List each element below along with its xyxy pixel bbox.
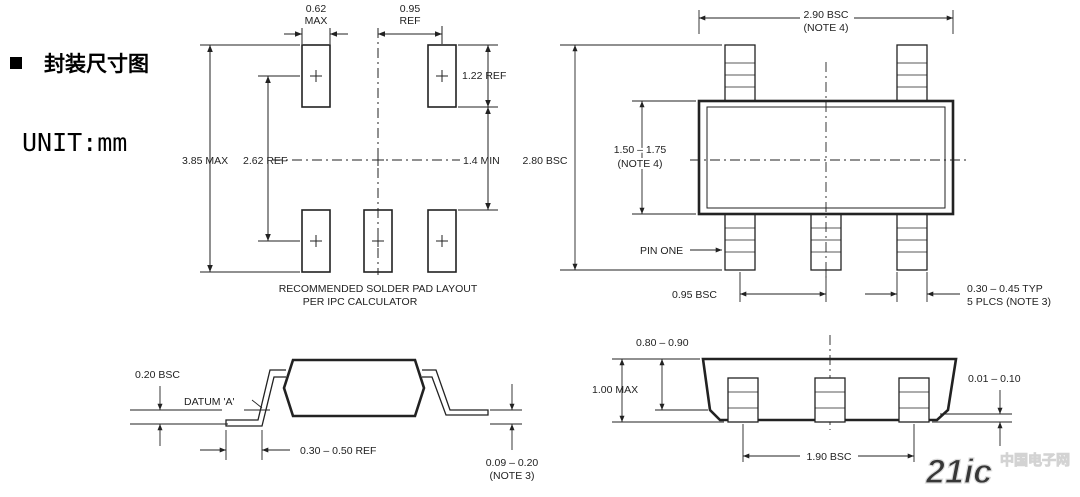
solder-pad <box>301 209 331 273</box>
pad-layout-view <box>200 26 498 275</box>
standoff-label: 0.01 – 0.10 <box>968 373 1021 385</box>
lead-thickness-label: 0.09 – 0.20 <box>486 457 539 469</box>
pad-width-qualifier: MAX <box>305 15 328 27</box>
solder-pad <box>427 209 457 273</box>
gauge-label: 0.20 BSC <box>135 369 180 381</box>
lead-thickness-note: (NOTE 3) <box>490 470 535 482</box>
body-length-note: (NOTE 4) <box>804 22 849 34</box>
body-width-note: (NOTE 4) <box>618 158 663 170</box>
heading-text: 封装尺寸图 <box>44 52 149 76</box>
package-body-top <box>697 99 955 216</box>
height-label: 1.00 MAX <box>592 384 638 396</box>
body-thickness-label: 0.80 – 0.90 <box>636 337 689 349</box>
solder-pad <box>427 44 457 108</box>
gap-label: 1.4 MIN <box>463 155 500 167</box>
overall-height-label: 3.85 MAX <box>182 155 228 167</box>
foot-length-label: 0.30 – 0.50 REF <box>300 445 376 457</box>
pitch-qualifier: REF <box>400 15 421 27</box>
pad-layout-caption-2: PER IPC CALCULATOR <box>303 296 418 308</box>
section-heading: 封装尺寸图 <box>10 48 149 78</box>
lead-width-label: 0.30 – 0.45 TYP <box>967 283 1043 295</box>
top-view <box>560 10 966 302</box>
body-width-label: 1.50 – 1.75 <box>614 144 667 156</box>
pad-length-label: 1.22 REF <box>462 70 506 82</box>
package-body-side <box>282 358 426 418</box>
pitch-bsc-label: 0.95 BSC <box>672 289 717 301</box>
square-bullet-icon <box>10 57 22 69</box>
lead-width-note: 5 PLCS (NOTE 3) <box>967 296 1051 308</box>
end-view <box>612 335 1012 462</box>
body-length-label: 2.90 BSC <box>804 9 849 21</box>
unit-label: UNIT:mm <box>22 128 128 157</box>
solder-pad <box>301 44 331 108</box>
lead-span-label: 1.90 BSC <box>807 451 852 463</box>
pitch-value: 0.95 <box>400 3 421 15</box>
svg-text:中国电子网: 中国电子网 <box>1000 452 1070 469</box>
end-view-labels: 0.80 – 0.90 1.00 MAX 0.01 – 0.10 1.90 BS… <box>592 337 1021 463</box>
site-watermark-logo: 21ic 中国电子网 <box>924 452 1070 491</box>
top-view-labels: 2.90 BSC (NOTE 4) 2.80 BSC 1.50 – 1.75 (… <box>523 9 1052 308</box>
datum-label: DATUM 'A' <box>184 396 234 408</box>
solder-pad <box>363 209 393 273</box>
overall-width-label: 2.80 BSC <box>523 155 568 167</box>
pad-layout-caption-1: RECOMMENDED SOLDER PAD LAYOUT <box>279 283 478 295</box>
pin-one-label: PIN ONE <box>640 245 683 257</box>
pad-width-value: 0.62 <box>306 3 327 15</box>
side-view-labels: 0.20 BSC DATUM 'A' 0.30 – 0.50 REF 0.09 … <box>135 369 538 482</box>
center-span-label: 2.62 REF <box>243 155 287 167</box>
svg-text:21ic: 21ic <box>925 453 992 491</box>
side-view <box>130 358 522 460</box>
pad-layout-labels: 0.62 MAX 0.95 REF 1.22 REF 3.85 MAX 2.62… <box>182 3 506 308</box>
